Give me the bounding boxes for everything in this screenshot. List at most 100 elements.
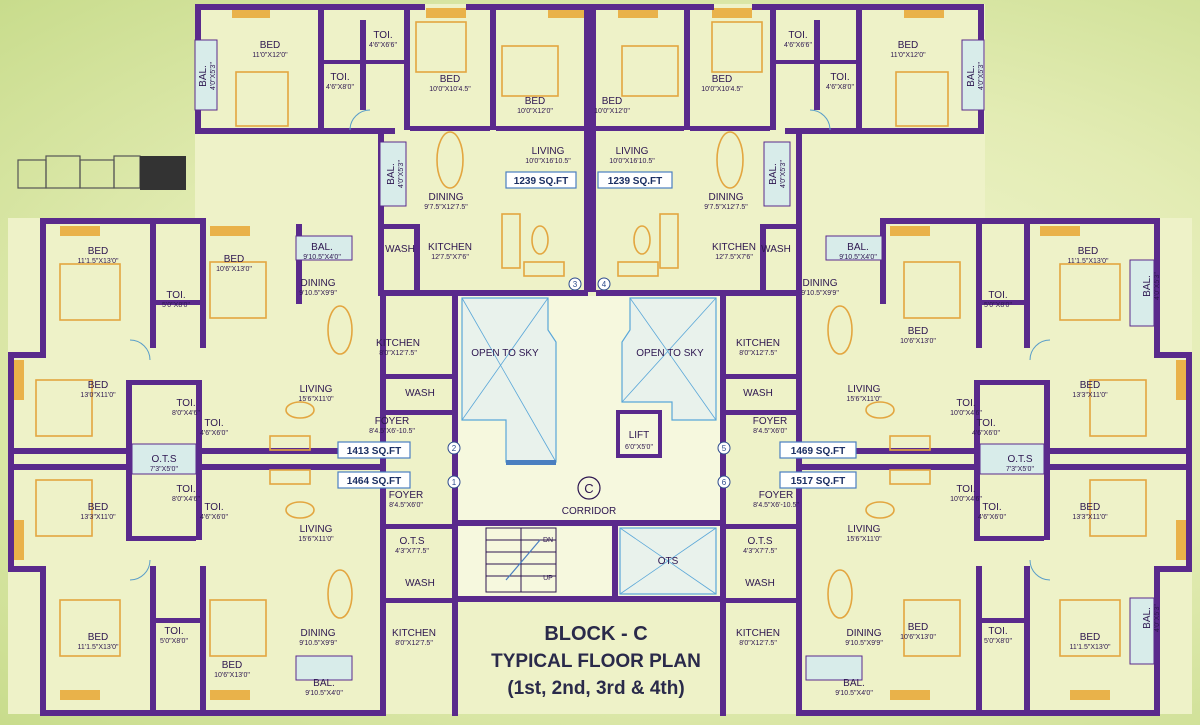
- room-name: BED: [260, 40, 281, 51]
- room-toi-59: TOI.10'0"X4'6": [950, 484, 982, 503]
- room-name: FOYER: [759, 490, 793, 501]
- room-labels: BED11'0"X12'0"TOI.4'6"X6'6"TOI.4'6"X8'0"…: [78, 30, 1162, 697]
- room-wash-20: WASH: [385, 244, 415, 255]
- room-dimension: 4'3"X7'7.5": [395, 548, 429, 555]
- room-name: BED: [88, 380, 109, 391]
- room-name: TOI.: [176, 398, 195, 409]
- room-name: BAL.: [311, 242, 333, 253]
- room-name: BAL.: [1142, 275, 1153, 297]
- room-name: BED: [1080, 632, 1101, 643]
- room-name: BAL.: [847, 242, 869, 253]
- corridor-marker: [577, 476, 601, 500]
- room-name: TOI.: [164, 626, 183, 637]
- room-toi-30: TOI.8'0"X4'6": [172, 398, 200, 417]
- room-bal-52: BAL.9'10.5"X4'0": [835, 678, 873, 697]
- room-dimension: 15'6"X11'0": [298, 396, 334, 403]
- room-name: BED: [908, 622, 929, 633]
- room-name: TOI.: [176, 484, 195, 495]
- room-dimension: 4'6"X6'0": [200, 430, 228, 437]
- room-name: BAL.: [198, 65, 209, 87]
- room-toi-64: TOI.4'6"X6'0": [972, 418, 1000, 437]
- room-toi-2: TOI.4'6"X8'0": [326, 72, 354, 91]
- room-name: KITCHEN: [736, 338, 780, 349]
- key-plan: [17, 155, 186, 190]
- balconies: [131, 39, 1155, 681]
- room-name: BAL.: [843, 678, 865, 689]
- open-to-sky-left-label: OPEN TO SKY: [471, 348, 539, 359]
- room-name: KITCHEN: [736, 628, 780, 639]
- room-name: BED: [525, 96, 546, 107]
- unit-5-area: 1469 SQ.FT: [791, 446, 845, 457]
- room-dimension: 8'4.5"X6'0": [389, 502, 423, 509]
- room-name: DINING: [709, 192, 744, 203]
- room-name: TOI.: [204, 502, 223, 513]
- room-name: BAL.: [768, 163, 779, 185]
- room-name: BAL.: [386, 163, 397, 185]
- room-toi-36: TOI.8'0"X4'6": [172, 484, 200, 503]
- room-dimension: 10'0"X10'4.5": [701, 86, 743, 93]
- room-dimension: 11'0"X12'0": [252, 52, 288, 59]
- unit-1-area: 1464 SQ.FT: [347, 476, 401, 487]
- unit-2-area: 1413 SQ.FT: [347, 446, 401, 457]
- room-dimension: 4'6"X8'0": [326, 84, 354, 91]
- room-dimension: 10'0"X16'10.5": [609, 158, 655, 165]
- room-dimension: 4'3"X7'7.5": [743, 548, 777, 555]
- room-dimension: 15'6"X11'0": [298, 536, 334, 543]
- room-name: TOI.: [976, 418, 995, 429]
- room-toi-63: TOI.10'0"X4'6": [950, 398, 982, 417]
- ots-label: OTS: [658, 556, 679, 567]
- room-dimension: 8'0"X12'7.5": [379, 350, 417, 357]
- room-dimension: 9'10.5"X9'9": [801, 290, 839, 297]
- room-dimension: 8'0"X12'7.5": [739, 640, 777, 647]
- room-name: TOI.: [788, 30, 807, 41]
- room-dimension: 10'0"X4'6": [950, 496, 982, 503]
- room-name: FOYER: [375, 416, 409, 427]
- room-name: TOI.: [988, 626, 1007, 637]
- room-wash-55: WASH: [745, 578, 775, 589]
- unit-6-number: 6: [722, 478, 727, 487]
- room-dimension: 15'6"X11'0": [846, 536, 882, 543]
- room-dimension: 10'0"X4'6": [950, 410, 982, 417]
- room-dimension: 4'0"X5'3": [210, 62, 217, 90]
- room-name: DINING: [847, 628, 882, 639]
- room-name: WASH: [405, 388, 435, 399]
- room-name: WASH: [745, 578, 775, 589]
- room-dimension: 10'0"X16'10.5": [525, 158, 571, 165]
- room-name: BED: [602, 96, 623, 107]
- room-dimension: 13'3"X11'0": [80, 514, 116, 521]
- room-wash-21: WASH: [761, 244, 791, 255]
- room-bal-51: BAL.4'0"X5'3": [1142, 604, 1161, 632]
- room-wash-68: WASH: [743, 388, 773, 399]
- unit-2-number: 2: [452, 444, 457, 453]
- room-dimension: 9'10.5"X4'0": [839, 254, 877, 261]
- unit-5-number: 5: [722, 444, 727, 453]
- room-name: TOI.: [830, 72, 849, 83]
- core-voids: [461, 297, 717, 595]
- room-dimension: 4'0"X5'3": [398, 160, 405, 188]
- walls: [8, 4, 1192, 716]
- unit-4-area: 1239 SQ.FT: [608, 176, 662, 187]
- room-name: BED: [88, 502, 109, 513]
- room-dimension: 5'0"X8'0": [160, 638, 188, 645]
- room-bal-25: BAL.9'10.5"X4'0": [303, 242, 341, 261]
- room-bal-5: BAL.4'0"X5'3": [198, 62, 217, 90]
- room-toi-49: TOI.5'0"X8'0": [984, 626, 1012, 645]
- room-name: O.T.S: [151, 454, 176, 465]
- furniture: [35, 21, 1147, 657]
- room-dimension: 5'0"X8'0": [984, 638, 1012, 645]
- room-name: TOI.: [982, 502, 1001, 513]
